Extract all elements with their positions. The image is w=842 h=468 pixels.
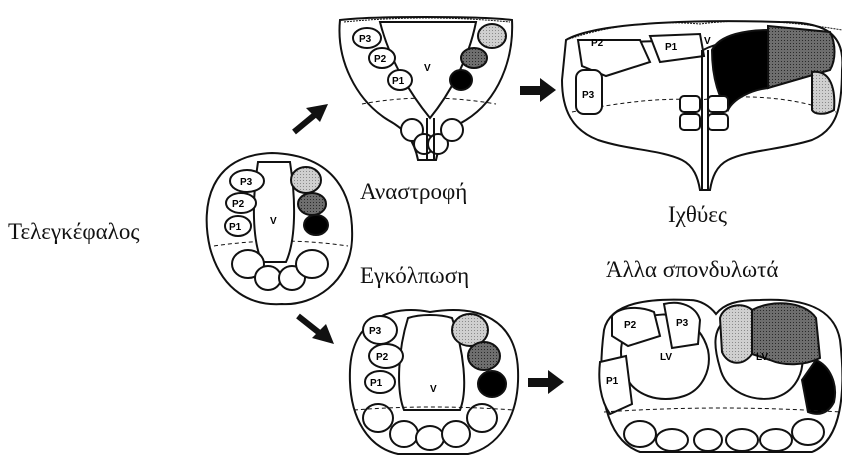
fish-v: V (704, 36, 711, 47)
arrow-to-evagination (298, 316, 334, 344)
telencephalon-p1: P1 (229, 222, 242, 233)
fish-p2: P2 (591, 38, 604, 49)
other-vertebrates-lv-left: LV (660, 352, 672, 363)
arrow-to-fish (520, 78, 556, 102)
other-vertebrates-p3: P3 (676, 318, 689, 329)
fish-p3: P3 (582, 90, 595, 101)
evagination-p1: P1 (370, 378, 383, 389)
eversion-v: V (424, 63, 431, 74)
evagination-p2: P2 (376, 352, 389, 363)
eversion-p2: P2 (374, 54, 387, 65)
evagination-p3: P3 (369, 326, 382, 337)
other-vertebrates-p1: P1 (606, 376, 619, 387)
arrow-to-other-vertebrates (528, 370, 564, 394)
fish-section (562, 21, 842, 190)
evagination-v: V (430, 384, 437, 395)
other-vertebrates-lv-right: LV (756, 352, 768, 363)
fish-p1: P1 (665, 42, 678, 53)
telencephalon-p2: P2 (232, 199, 245, 210)
eversion-p3: P3 (359, 34, 372, 45)
telencephalon-v: V (270, 216, 277, 227)
arrow-to-eversion (294, 104, 328, 132)
telencephalon-p3: P3 (240, 177, 253, 188)
other-vertebrates-p2: P2 (624, 320, 637, 331)
eversion-p1: P1 (392, 76, 405, 87)
